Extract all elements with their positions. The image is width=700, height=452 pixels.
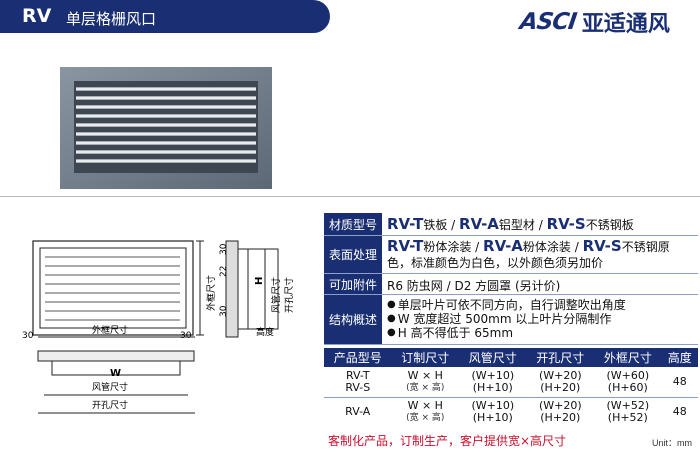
th-model: 产品型号 xyxy=(324,348,392,367)
material-text-2: 铝型材 xyxy=(498,218,535,232)
material-row: 材质型号 RV-T铁板 / RV-A铝型材 / RV-S不锈钢板 xyxy=(324,213,698,236)
table-row: RV-A W × H(宽 × 高) (W+10)(H+10) (W+20)(H+… xyxy=(324,397,698,427)
duct-cell: (W+10) xyxy=(471,399,515,413)
model-cell: RV-S xyxy=(345,380,371,394)
finish-value: RV-T粉体涂装 / RV-A粉体涂装 / RV-S不锈钢原 色，标准颜色为白色… xyxy=(382,236,698,273)
finish-code-1: RV-T xyxy=(387,237,424,255)
finish-row: 表面处理 RV-T粉体涂装 / RV-A粉体涂装 / RV-S不锈钢原 色，标准… xyxy=(324,236,698,274)
th-hole: 开孔尺寸 xyxy=(526,348,595,367)
structure-item-1: ●单层叶片可依不同方向，自行调整吹出角度 xyxy=(387,298,626,312)
structure-value: ●单层叶片可依不同方向，自行调整吹出角度 ●W 宽度超过 500mm 以上叶片分… xyxy=(382,295,698,344)
material-text-3: 不锈钢板 xyxy=(585,218,634,232)
finish-label: 表面处理 xyxy=(324,236,382,273)
brand-name: 亚适通风 xyxy=(581,12,670,37)
hole-cell: (W+20) xyxy=(538,399,582,413)
model-cell: RV-A xyxy=(345,405,371,419)
w-label: W xyxy=(110,368,121,379)
custom-cell-sub: (宽 × 高) xyxy=(406,382,445,393)
finish-text-1: 粉体涂装 xyxy=(423,240,472,254)
material-code-1: RV-T xyxy=(387,215,424,233)
structure-item-2: ●W 宽度超过 500mm 以上叶片分隔制作 xyxy=(387,312,612,326)
custom-cell: W × H xyxy=(407,368,443,382)
outer-cell: (H+52) xyxy=(607,411,648,425)
accessory-label: 可加附件 xyxy=(324,274,382,294)
th-duct: 风管尺寸 xyxy=(459,348,527,367)
finish-code-3: RV-S xyxy=(582,237,622,255)
header-bar: RV 单层格栅风口 xyxy=(0,0,330,33)
custom-cell: W × H xyxy=(407,399,443,413)
custom-cell-sub: (宽 × 高) xyxy=(406,413,445,424)
dim-30-left: 30 xyxy=(22,331,34,341)
unit-label: Unit：mm xyxy=(652,438,692,448)
header-title: 单层格栅风口 xyxy=(66,10,157,28)
accessory-row: 可加附件 R6 防虫网 / D2 方圆罩 (另计价) xyxy=(324,274,698,295)
model-cell: RV-T xyxy=(345,368,370,382)
finish-text-2: 粉体涂装 xyxy=(522,240,571,254)
height-label: 高度 xyxy=(256,326,274,338)
height-cell: 48 xyxy=(672,405,687,419)
dim-h: H xyxy=(254,277,265,285)
accessory-value: R6 防虫网 / D2 方圆罩 (另计价) xyxy=(382,274,698,294)
technical-drawing: 外框尺寸 30 22 30 H 风管尺寸 开孔尺寸 高度 30 30 外框尺寸 … xyxy=(22,240,295,414)
brand-mark: ASCI xyxy=(518,9,578,35)
duct-cell: (H+10) xyxy=(472,380,513,394)
brand-logo: ASCI 亚适通风 xyxy=(518,9,670,37)
outer-cell: (H+60) xyxy=(607,380,648,394)
outer-cell: (W+60) xyxy=(606,368,650,382)
duct-size-label: 风管尺寸 xyxy=(92,381,128,393)
size-table-header: 产品型号 订制尺寸 风管尺寸 开孔尺寸 外框尺寸 高度 xyxy=(324,348,698,367)
th-outer: 外框尺寸 xyxy=(594,348,662,367)
duct-cell: (H+10) xyxy=(472,411,513,425)
hole-size-label: 开孔尺寸 xyxy=(92,399,128,411)
outer-size-label: 外框尺寸 xyxy=(92,324,128,336)
product-photo xyxy=(60,67,272,189)
outer-size-v-label: 外框尺寸 xyxy=(205,275,217,311)
material-value: RV-T铁板 / RV-A铝型材 / RV-S不锈钢板 xyxy=(382,213,698,235)
structure-row: 结构概述 ●单层叶片可依不同方向，自行调整吹出角度 ●W 宽度超过 500mm … xyxy=(324,295,698,345)
height-cell: 48 xyxy=(661,367,698,398)
material-text-1: 铁板 xyxy=(423,218,448,232)
section-divider xyxy=(0,196,700,197)
material-code-2: RV-A xyxy=(459,215,499,233)
duct-cell: (W+10) xyxy=(471,368,515,382)
dim-30-bottom: 30 xyxy=(219,305,229,317)
finish-text-3: 不锈钢原 xyxy=(621,240,670,254)
hole-size-v-label: 开孔尺寸 xyxy=(283,277,295,313)
footer-note: 客制化产品，订制生产，客户提供宽×高尺寸 xyxy=(328,434,567,448)
dim-30-right: 30 xyxy=(180,331,192,341)
material-label: 材质型号 xyxy=(324,213,382,235)
dim-22: 22 xyxy=(219,266,229,277)
hole-cell: (H+20) xyxy=(540,411,581,425)
dim-30-top: 30 xyxy=(219,243,229,255)
hole-cell: (W+20) xyxy=(538,368,582,382)
hole-cell: (H+20) xyxy=(540,380,581,394)
structure-item-3: ●H 高不得低于 65mm xyxy=(387,326,514,340)
structure-label: 结构概述 xyxy=(324,295,382,344)
spec-table: 材质型号 RV-T铁板 / RV-A铝型材 / RV-S不锈钢板 表面处理 RV… xyxy=(324,213,698,427)
material-code-3: RV-S xyxy=(546,215,586,233)
header-code: RV xyxy=(22,5,52,27)
duct-size-v-label: 风管尺寸 xyxy=(270,277,282,313)
outer-cell: (W+52) xyxy=(606,399,650,413)
th-custom: 订制尺寸 xyxy=(391,348,460,367)
finish-code-2: RV-A xyxy=(483,237,523,255)
th-height: 高度 xyxy=(661,348,698,367)
finish-line2: 色，标准颜色为白色，以外颜色须另加价 xyxy=(387,256,604,270)
